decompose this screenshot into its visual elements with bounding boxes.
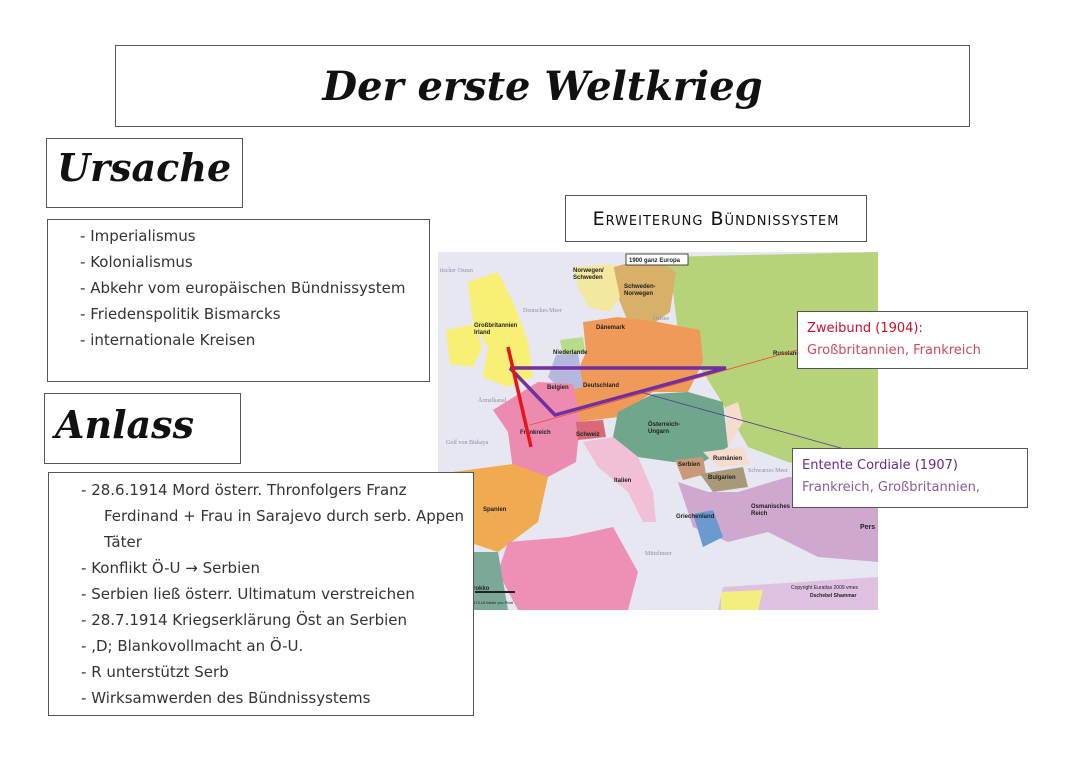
norway xyxy=(573,264,620,312)
list-item: Wirksamwerden des Bündnissystems xyxy=(49,685,473,711)
zweibund-title: Zweibund (1904): xyxy=(807,321,923,336)
anlass-list-box: 28.6.1914 Mord österr. Thronfolgers Fran… xyxy=(48,472,474,716)
buendnis-heading-text: Erweiterung Bündnissystem xyxy=(592,207,840,230)
list-item: Kolonialismus xyxy=(48,249,429,275)
map-label: Österreich- xyxy=(648,421,680,428)
ursache-list-box: Imperialismus Kolonialismus Abkehr vom e… xyxy=(47,219,430,382)
north-africa xyxy=(498,527,638,610)
map-label: Schweiz xyxy=(576,432,600,438)
list-item: Imperialismus xyxy=(48,223,429,249)
zweibund-members: Großbritannien, Frankreich xyxy=(807,343,981,358)
italy xyxy=(583,437,656,522)
sea-label: Schwarzes Meer xyxy=(748,468,788,474)
spain xyxy=(453,464,548,552)
map-label: Irland xyxy=(474,330,491,336)
map-label: Belgien xyxy=(547,385,569,391)
map-caption-box xyxy=(625,253,689,266)
map-label: Rumänien xyxy=(713,456,742,462)
list-item-continued: Täter xyxy=(104,533,142,551)
sea-label: Deutsches Meer xyxy=(523,308,562,314)
list-item: Serbien ließ österr. Ultimatum verstreic… xyxy=(49,581,473,607)
map-label: Dänemark xyxy=(596,325,626,331)
list-item: internationale Kreisen xyxy=(48,327,429,353)
map-copyright: Copyright Euratlas 2009 vmes xyxy=(791,585,858,591)
map-scale-bar xyxy=(475,591,515,593)
list-item-continued: Ferdinand + Frau in Sarajevo durch serb.… xyxy=(104,507,465,525)
map-scale-text: 573.15 Meter pro Pixel xyxy=(473,600,513,605)
map-label: Niederlande xyxy=(553,350,588,356)
map-label: Dschebel Shammar xyxy=(810,593,856,599)
sea-label: Mittelmeer xyxy=(645,551,672,557)
sea-label: Ärmelkanal xyxy=(478,397,507,404)
scandinavia xyxy=(613,257,676,327)
list-item: 28.6.1914 Mord österr. Thronfolgers Fran… xyxy=(49,477,473,503)
ursache-heading: Ursache xyxy=(46,138,243,208)
map-label: Schweden xyxy=(573,275,603,281)
yellow-region xyxy=(721,590,763,610)
map-label: Ungarn xyxy=(648,429,669,435)
map-label: Norwegen/ xyxy=(573,268,604,274)
europe-map-1900: 1900 ganz Europa Großbritannien Irland D… xyxy=(438,252,878,610)
entente-title: Entente Cordiale (1907) xyxy=(802,458,958,473)
sea-label: tischer Ozean xyxy=(440,268,473,274)
buendnis-heading: Erweiterung Bündnissystem xyxy=(565,195,867,242)
map-label: Norwegen xyxy=(624,291,653,297)
map-label: Pers xyxy=(860,524,875,531)
list-item: Friedenspolitik Bismarcks xyxy=(48,301,429,327)
map-label: Deutschland xyxy=(583,383,619,389)
anlass-heading: Anlass xyxy=(44,393,241,464)
map-label: rokko xyxy=(473,586,490,592)
list-item: Abkehr vom europäischen Bündnissystem xyxy=(48,275,429,301)
map-label: Osmanisches xyxy=(751,504,791,510)
map-label: Griechenland xyxy=(676,514,715,520)
list-item: Konflikt Ö-U → Serbien xyxy=(49,555,473,581)
zweibund-callout: Zweibund (1904): Großbritannien, Frankre… xyxy=(797,311,1028,369)
list-item: 28.7.1914 Kriegserklärung Öst an Serbien xyxy=(49,607,473,633)
greece xyxy=(693,510,723,547)
entente-members: Frankreich, Großbritannien, xyxy=(802,480,980,495)
list-item: ,D; Blankovollmacht an Ö-U. xyxy=(49,633,473,659)
map-label: Großbritannien xyxy=(474,323,518,329)
sea-label: Golf von Biskaya xyxy=(446,439,489,446)
map-label: Schweden- xyxy=(624,284,656,290)
list-item: R unterstützt Serb xyxy=(49,659,473,685)
serbia xyxy=(675,457,706,480)
map-label: Frankreich xyxy=(520,430,551,436)
ireland xyxy=(446,324,482,367)
bulgaria xyxy=(700,467,748,492)
map-label: Reich xyxy=(751,511,768,517)
page-title: Der erste Weltkrieg xyxy=(115,45,970,127)
map-label: Serbien xyxy=(678,462,700,468)
map-label: Spanien xyxy=(483,507,507,513)
map-caption: 1900 ganz Europa xyxy=(629,258,681,264)
map-label: Italien xyxy=(614,478,632,484)
sea-label: Ostsee xyxy=(653,316,669,322)
map-label: Bulgarien xyxy=(708,475,736,481)
entente-callout: Entente Cordiale (1907) Frankreich, Groß… xyxy=(792,448,1028,508)
